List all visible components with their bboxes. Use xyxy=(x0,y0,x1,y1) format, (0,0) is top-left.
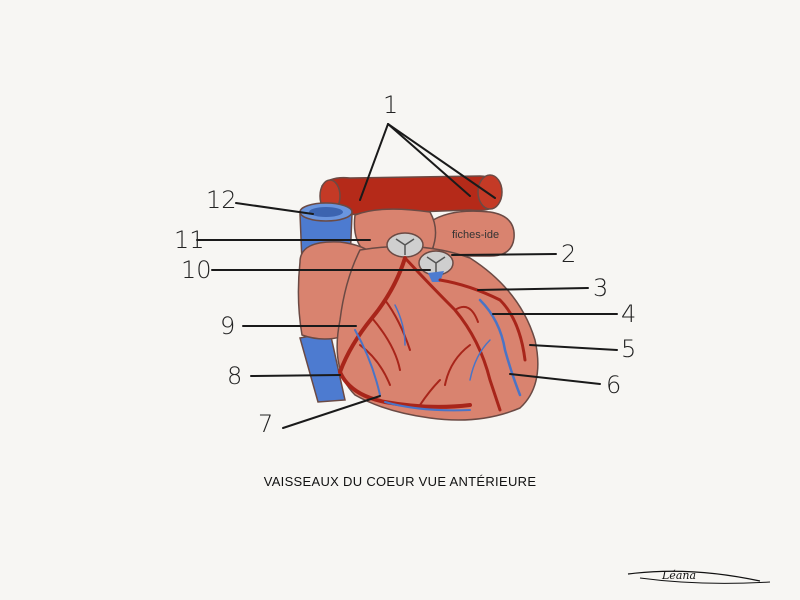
watermark-label: fiches-ide xyxy=(452,229,499,241)
label-3: 3 xyxy=(593,274,608,302)
label-11: 11 xyxy=(174,226,205,254)
label-8: 8 xyxy=(227,362,242,390)
svg-text:Léana: Léana xyxy=(661,569,696,582)
leader-lines xyxy=(196,123,618,429)
label-4: 4 xyxy=(621,300,636,328)
label-7: 7 xyxy=(258,410,273,438)
label-12: 12 xyxy=(206,186,237,214)
label-2: 2 xyxy=(561,240,576,268)
label-6: 6 xyxy=(606,371,621,399)
signature: Léana xyxy=(627,569,771,584)
label-10: 10 xyxy=(181,256,212,284)
aortic-valve xyxy=(386,232,424,258)
coronary-veins xyxy=(354,298,522,412)
label-1: 1 xyxy=(383,91,398,119)
label-5: 5 xyxy=(621,335,636,363)
diagram-caption: VAISSEAUX DU COEUR VUE ANTÉRIEURE xyxy=(264,474,537,489)
label-9: 9 xyxy=(220,312,235,340)
